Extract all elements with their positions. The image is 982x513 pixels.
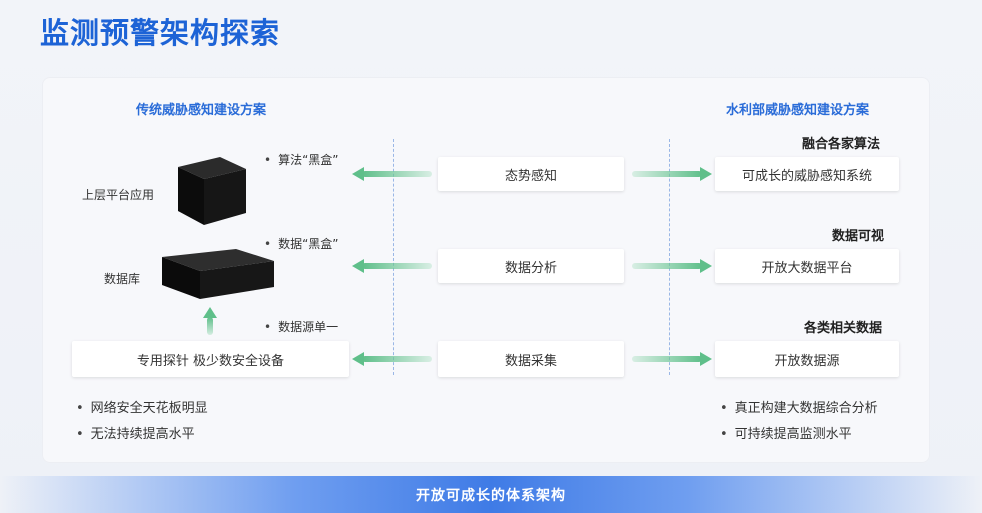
center-box-label: 数据分析 xyxy=(504,260,557,276)
layer-app-label: 上层平台应用 xyxy=(82,188,155,202)
probe-box-label: 专用探针 极少数安全设备 xyxy=(136,353,285,369)
probe-box: 专用探针 极少数安全设备 xyxy=(72,341,349,377)
right-arrow-icon xyxy=(632,259,712,273)
layer-db-label: 数据库 xyxy=(104,272,141,286)
center-box-analysis: 数据分析 xyxy=(438,249,624,283)
right-box-system: 可成长的威胁感知系统 xyxy=(715,157,899,191)
center-box-situational: 态势感知 xyxy=(438,157,624,191)
left-heading: 传统威胁感知建设方案 xyxy=(136,103,267,118)
left-arrow-icon xyxy=(352,167,432,181)
footer-text: 开放可成长的体系架构 xyxy=(416,487,566,504)
right-heading: 水利部威胁感知建设方案 xyxy=(726,103,870,118)
right-arrow-icon xyxy=(632,352,712,366)
right-box-label: 开放大数据平台 xyxy=(761,260,853,276)
right-box-datasource: 开放数据源 xyxy=(715,341,899,377)
right-box-label: 开放数据源 xyxy=(774,353,840,369)
right-bullet: 真正构建大数据综合分析 xyxy=(720,397,878,416)
right-group-label: 各类相关数据 xyxy=(804,321,883,336)
right-bullet: 可持续提高监测水平 xyxy=(720,423,852,442)
right-box-platform: 开放大数据平台 xyxy=(715,249,899,283)
page-title: 监测预警架构探索 xyxy=(40,16,281,50)
center-box-label: 态势感知 xyxy=(504,168,557,184)
footer-banner: 开放可成长的体系架构 xyxy=(0,476,982,513)
left-bullet: 网络安全天花板明显 xyxy=(76,397,208,416)
right-box-label: 可成长的威胁感知系统 xyxy=(741,168,872,184)
left-divider xyxy=(393,139,394,375)
up-arrow-icon xyxy=(203,307,217,335)
data-note: 数据“黑盒” xyxy=(264,235,338,252)
right-group-label: 数据可视 xyxy=(832,229,885,244)
database-block-icon xyxy=(162,249,274,299)
source-note: 数据源单一 xyxy=(264,318,338,335)
left-arrow-icon xyxy=(352,259,432,273)
center-box-label: 数据采集 xyxy=(504,353,557,369)
left-bullet: 无法持续提高水平 xyxy=(76,423,195,442)
center-box-collection: 数据采集 xyxy=(438,341,624,377)
diagram-panel: 传统威胁感知建设方案 水利部威胁感知建设方案 上层平台应用 数据库 算法“黑盒”… xyxy=(42,77,930,463)
algo-note: 算法“黑盒” xyxy=(264,151,338,168)
right-divider xyxy=(669,139,670,375)
right-arrow-icon xyxy=(632,167,712,181)
app-cube-icon xyxy=(178,157,246,225)
right-group-label: 融合各家算法 xyxy=(802,137,881,152)
left-arrow-icon xyxy=(352,352,432,366)
